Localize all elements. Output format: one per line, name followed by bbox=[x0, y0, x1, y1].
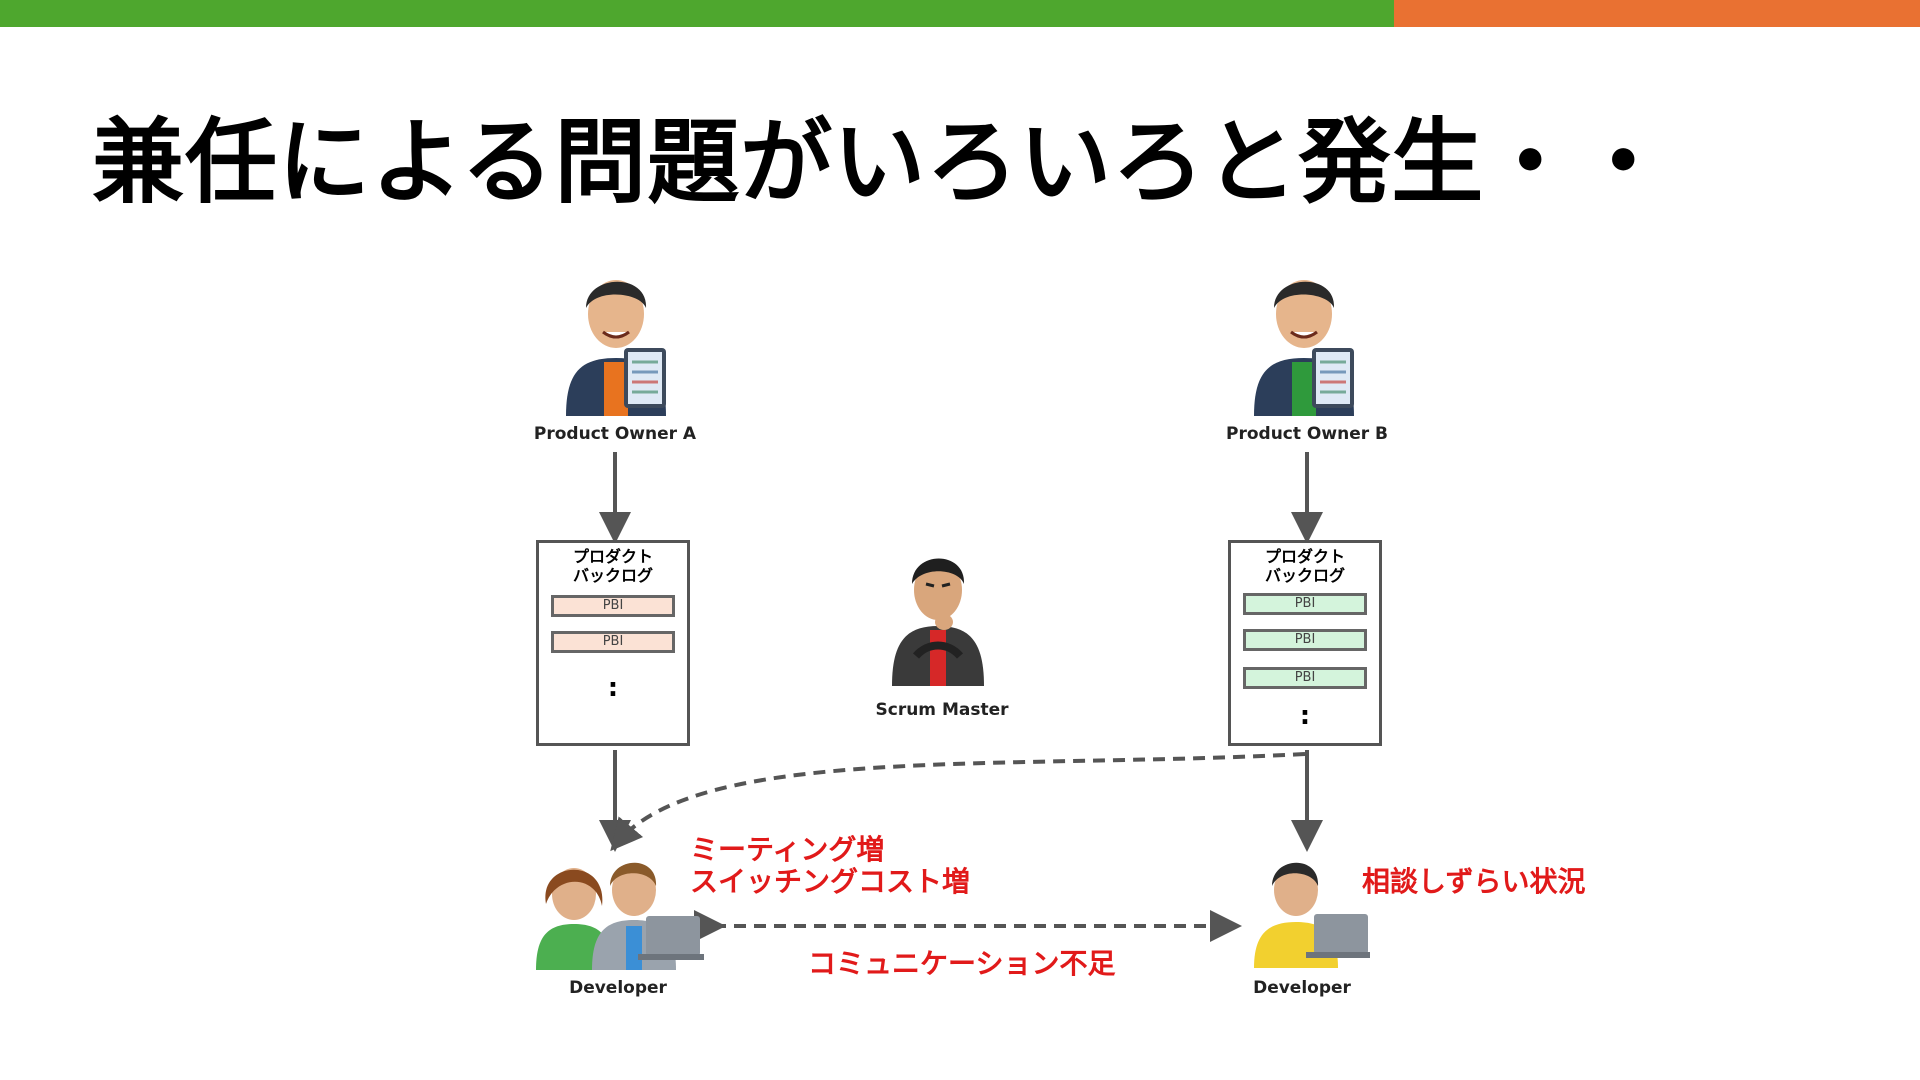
backlog-b-title-line2: バックログ bbox=[1264, 566, 1345, 585]
developer-b-icon bbox=[1254, 862, 1370, 968]
product-owner-b-figure bbox=[1244, 262, 1368, 420]
backlog-b-pbi: PBI bbox=[1243, 667, 1367, 689]
issue-switching-cost: スイッチングコスト増 bbox=[690, 865, 971, 898]
backlog-a-title-line2: バックログ bbox=[572, 566, 653, 585]
developer-b-figure bbox=[1250, 856, 1370, 972]
slide-title: 兼任による問題がいろいろと発生・・ bbox=[92, 109, 1671, 216]
product-owner-a-label: Product Owner A bbox=[533, 424, 697, 444]
backlog-b-pbi: PBI bbox=[1243, 629, 1367, 651]
issue-hard-to-consult: 相談しずらい状況 bbox=[1362, 865, 1586, 898]
top-accent-bar-orange bbox=[1394, 0, 1920, 27]
backlog-b-title-line1: プロダクト bbox=[1264, 547, 1345, 566]
scrum-master-label: Scrum Master bbox=[875, 700, 1009, 720]
product-owner-a-icon bbox=[566, 280, 666, 416]
scrum-master-icon bbox=[892, 558, 984, 686]
top-accent-bar-green bbox=[0, 0, 1394, 27]
product-backlog-b: プロダクト バックログ PBI PBI PBI : bbox=[1228, 540, 1382, 746]
product-backlog-a: プロダクト バックログ PBI PBI : bbox=[536, 540, 690, 746]
backlog-a-title-line1: プロダクト bbox=[572, 547, 653, 566]
backlog-b-more: : bbox=[1299, 701, 1311, 731]
product-owner-b-label: Product Owner B bbox=[1226, 424, 1388, 444]
developer-team-icon bbox=[536, 862, 704, 970]
backlog-b-pbi: PBI bbox=[1243, 593, 1367, 615]
developer-b-label: Developer bbox=[1253, 978, 1351, 998]
product-owner-a-figure bbox=[556, 262, 680, 420]
backlog-a-title: プロダクト バックログ bbox=[539, 547, 687, 585]
scrum-master-figure bbox=[888, 544, 988, 690]
backlog-a-pbi: PBI bbox=[551, 595, 675, 617]
backlog-b-title: プロダクト バックログ bbox=[1231, 547, 1379, 585]
backlog-a-pbi: PBI bbox=[551, 631, 675, 653]
product-owner-b-icon bbox=[1254, 280, 1354, 416]
backlog-a-more: : bbox=[607, 673, 619, 703]
developer-team-a-figure bbox=[534, 852, 704, 974]
issue-meeting-increase: ミーティング増 bbox=[690, 833, 885, 866]
dashed-arrow-backlog-b-to-dev-team bbox=[610, 752, 1306, 852]
issue-communication-lack: コミュニケーション不足 bbox=[808, 947, 1116, 980]
developer-team-a-label: Developer bbox=[569, 978, 667, 998]
